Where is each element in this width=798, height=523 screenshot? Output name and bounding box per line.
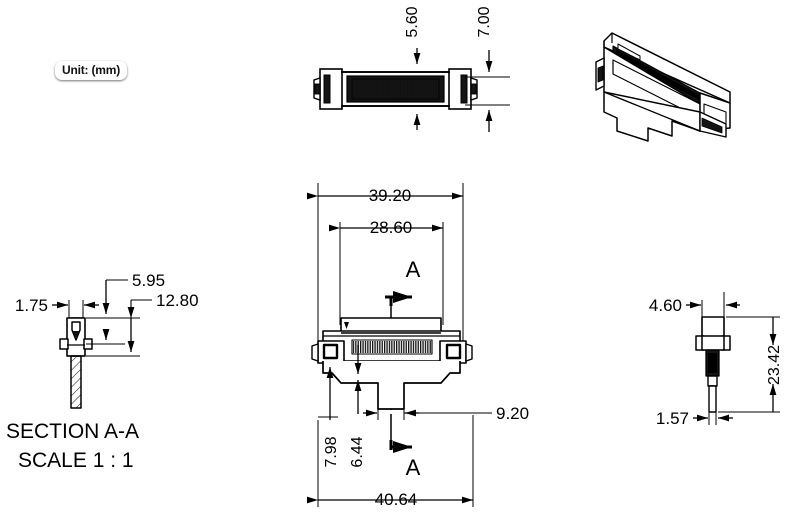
- dimension-12-80: [86, 299, 152, 357]
- dimension-label-40-64: 40.64: [375, 490, 418, 509]
- dimension-23-42: [718, 316, 780, 413]
- dimension-label-5-60: 5.60: [404, 6, 421, 37]
- dimension-label-7-00: 7.00: [476, 6, 493, 37]
- dimension-7-00: [465, 50, 510, 132]
- dimension-label-6-44: 6.44: [349, 436, 366, 467]
- dimension-label-1-75: 1.75: [15, 296, 48, 315]
- dimension-9-20: [363, 409, 492, 420]
- dimension-label-28-60: 28.60: [370, 218, 413, 237]
- section-marker-bottom: A: [406, 455, 421, 480]
- dimension-label-39-20: 39.20: [369, 186, 412, 205]
- dimension-label-12-80: 12.80: [156, 291, 199, 310]
- top-view-geometry: [313, 68, 478, 110]
- front-view-geometry: [311, 317, 473, 410]
- dimension-1-75: [52, 300, 99, 318]
- dimension-label-1-57: 1.57: [656, 409, 689, 428]
- dimension-label-7-98: 7.98: [323, 436, 340, 467]
- section-marker-top: A: [406, 257, 421, 282]
- dimension-label-5-95: 5.95: [132, 271, 165, 290]
- dimension-label-9-20: 9.20: [496, 404, 529, 423]
- unit-badge: Unit: (mm): [55, 61, 127, 80]
- section-view-geometry: [59, 317, 93, 409]
- section-title-line-1: SECTION A-A: [6, 420, 140, 443]
- dimension-4-60: [686, 292, 740, 317]
- dimension-1-57: [693, 412, 733, 425]
- isometric-view-geometry: [595, 32, 731, 142]
- section-title-line-2: SCALE 1 : 1: [18, 449, 134, 472]
- dimension-label-23-42: 23.42: [766, 345, 783, 385]
- dimension-7-98: [318, 367, 338, 420]
- right-view-geometry: [695, 316, 731, 413]
- front-view-extension-lines: [317, 183, 474, 507]
- dimension-5-95: [86, 279, 140, 345]
- dimension-label-4-60: 4.60: [649, 296, 682, 315]
